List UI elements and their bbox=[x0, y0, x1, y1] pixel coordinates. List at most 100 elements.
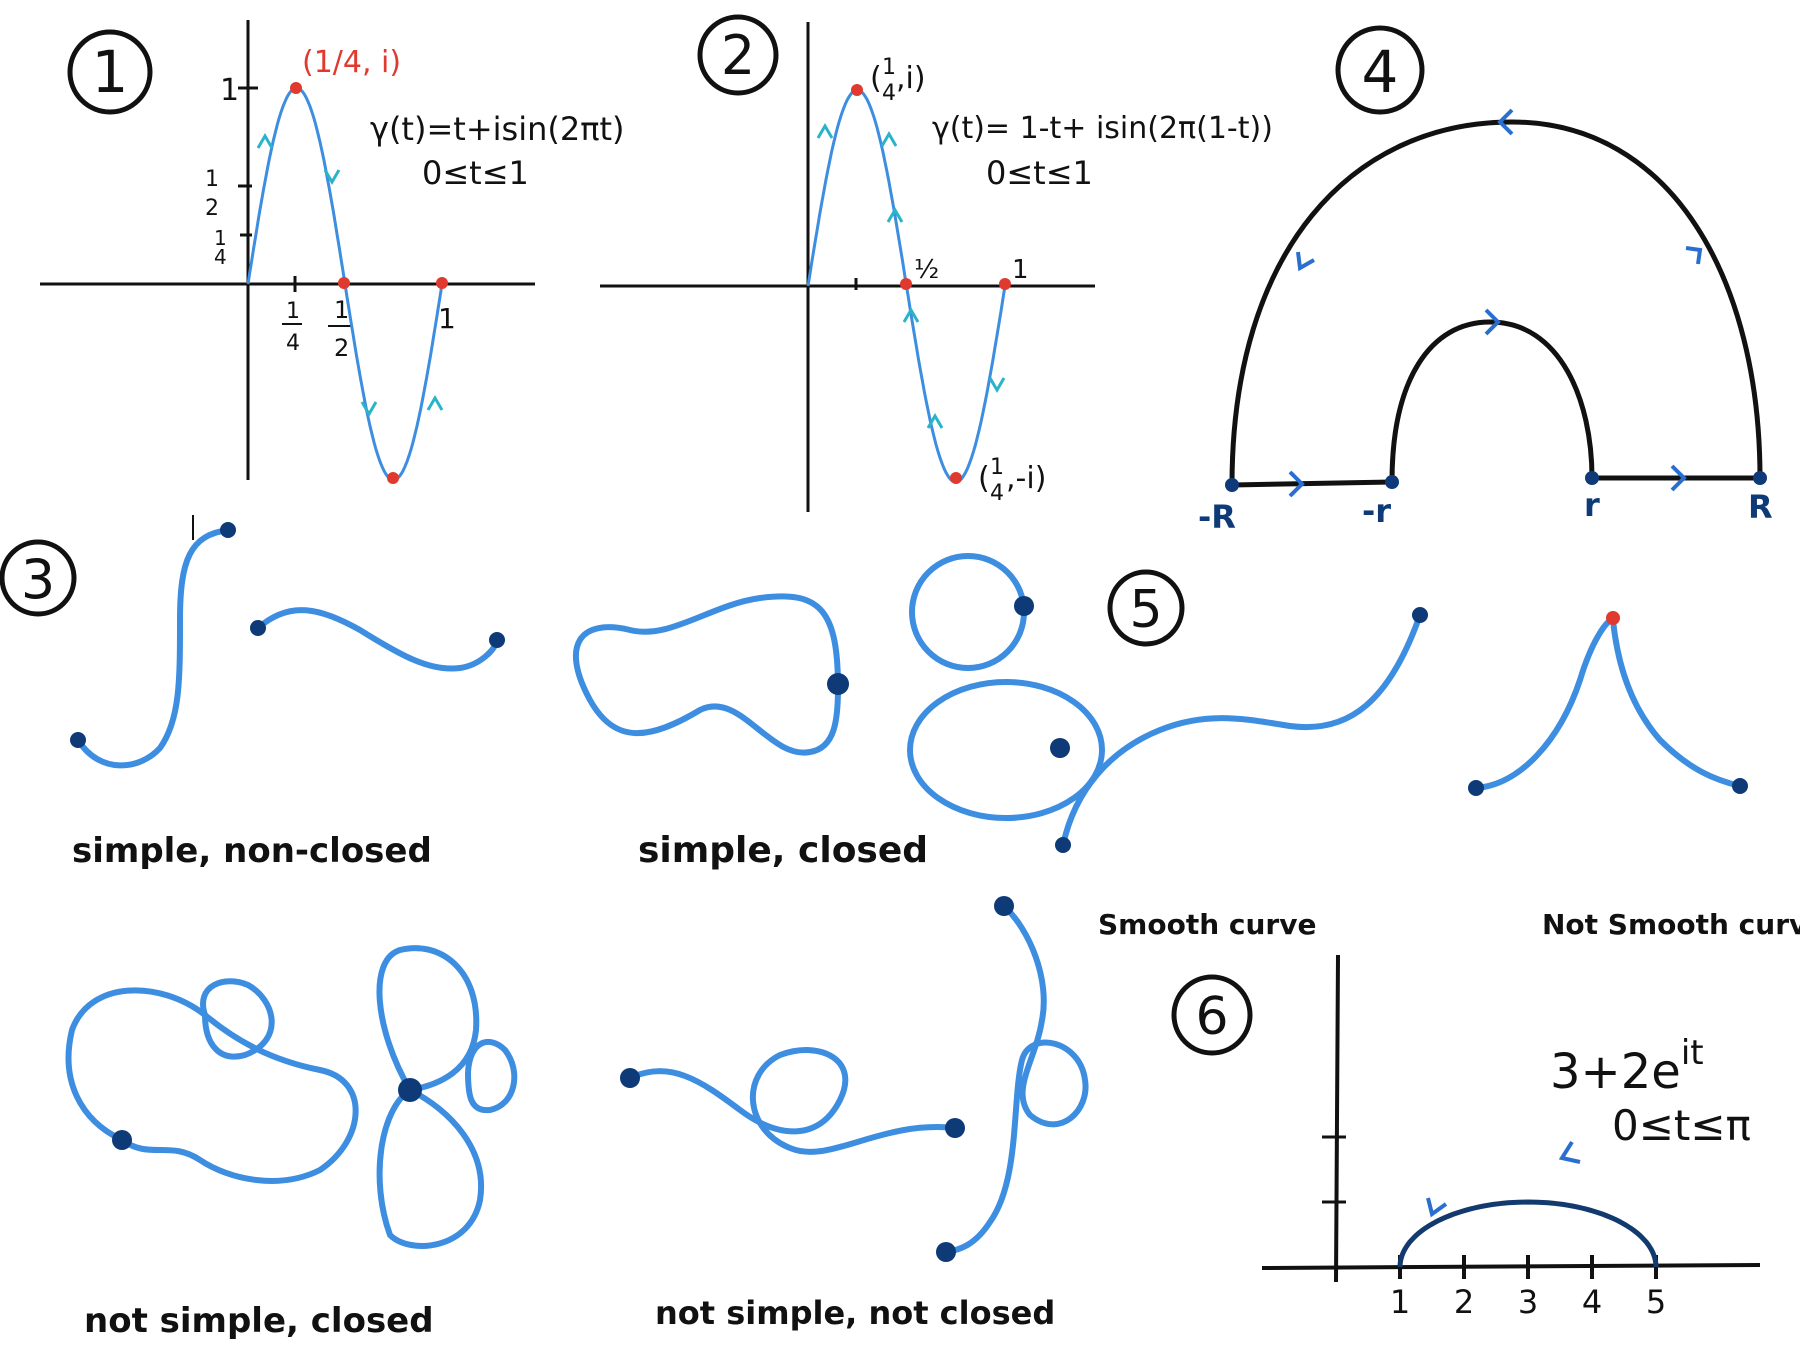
panel-4-arrow-left-seg bbox=[1288, 470, 1305, 498]
panel-2-point-one bbox=[999, 278, 1011, 290]
panel-4-inner-arc bbox=[1389, 319, 1595, 483]
panel-6-formula-exp: it bbox=[1681, 1033, 1704, 1073]
panel-6-xtick-label-4: 4 bbox=[1582, 1283, 1602, 1321]
panel-1-xtick-half-num: 1 bbox=[334, 296, 349, 324]
panel-3-closed-blob bbox=[572, 593, 842, 756]
panel-4: 4 -R -r r R bbox=[1198, 25, 1773, 536]
panel-2-arrow-6 bbox=[988, 377, 1006, 393]
panel-3-small-circle bbox=[909, 553, 1027, 671]
panel-1-ytick-label-1: 1 bbox=[220, 73, 239, 108]
panel-2-arrow-2 bbox=[880, 131, 898, 147]
caption-simple-closed: simple, closed bbox=[638, 830, 928, 871]
panel-4-arrow-outer-left bbox=[1296, 251, 1315, 272]
caption-notsimple-notclosed: not simple, not closed bbox=[655, 1294, 1055, 1332]
panel-6-arrow-right bbox=[1558, 1140, 1581, 1164]
panel-3-number-circle bbox=[0, 539, 77, 617]
panel-1-ytick-label-half-den: 2 bbox=[205, 196, 219, 221]
panel-4-left-segment bbox=[1231, 479, 1393, 488]
panel-4-number: 4 bbox=[1362, 38, 1399, 106]
panel-1-xtick-quarter-num: 1 bbox=[286, 299, 300, 324]
panel-1-ytick-label-half-num: 1 bbox=[205, 167, 219, 192]
panel-3-number: 3 bbox=[21, 548, 55, 611]
panel-5-cusp-point bbox=[1606, 611, 1620, 625]
panel-5-cusp-end bbox=[1732, 778, 1748, 794]
panel-1-point-top bbox=[290, 82, 302, 94]
panel-5-smooth-start bbox=[1055, 837, 1071, 853]
panel-3-endpoint bbox=[945, 1118, 965, 1138]
panel-3-endpoint bbox=[220, 522, 236, 538]
panel-2-bottom-point-num: 1 bbox=[990, 455, 1004, 480]
panel-6-xtick-label-5: 5 bbox=[1646, 1283, 1666, 1321]
panel-2-top-point-den: 4 bbox=[882, 81, 896, 106]
panel-1-xtick-quarter-den: 4 bbox=[286, 331, 300, 356]
panel-6-xtick-label-1: 1 bbox=[1390, 1283, 1410, 1321]
panel-2-one-label: 1 bbox=[1012, 255, 1029, 285]
panel-3: 3 simple, non-closed simple, closed not … bbox=[0, 515, 1105, 1341]
panel-2-number: 2 bbox=[721, 24, 755, 87]
panel-4-point-minus-R bbox=[1225, 478, 1239, 492]
panel-4-outer-arc bbox=[1229, 119, 1763, 486]
caption-simple-nonclosed: simple, non-closed bbox=[72, 831, 432, 871]
panel-2-bottom-point-open: ( bbox=[978, 461, 990, 496]
panel-5-cusp-start bbox=[1468, 780, 1484, 796]
panel-2-point-bottom bbox=[950, 472, 962, 484]
panel-2-bottom-point-den: 4 bbox=[990, 481, 1004, 506]
panel-4-point-minus-r bbox=[1385, 475, 1399, 489]
panel-1-curve-label: γ(t)=t+isin(2πt) bbox=[370, 110, 625, 148]
panel-6-xtick-label-2: 2 bbox=[1454, 1283, 1474, 1321]
panel-4-arrow-outer-top bbox=[1497, 108, 1514, 136]
panel-1-range-label: 0≤t≤1 bbox=[422, 154, 529, 192]
panel-5-smooth-end bbox=[1412, 607, 1428, 623]
panel-1-point-half bbox=[338, 277, 350, 289]
panel-6-number: 6 bbox=[1195, 987, 1228, 1047]
panel-1-arrow-up-1 bbox=[256, 133, 274, 149]
caption-smooth: Smooth curve bbox=[1098, 908, 1316, 941]
panel-3-open-hook-curve bbox=[943, 903, 1089, 1255]
panel-6-y-axis bbox=[1334, 954, 1340, 1283]
panel-3-figure-eight bbox=[376, 945, 485, 1249]
panel-6-formula-base: 3+2e bbox=[1550, 1044, 1681, 1100]
panel-1-arrow-down-2 bbox=[360, 401, 378, 417]
panel-3-curve-wave bbox=[255, 607, 500, 672]
panel-3-endpoint bbox=[250, 620, 266, 636]
panel-2-point-top bbox=[851, 84, 863, 96]
panel-2-number-circle bbox=[697, 14, 779, 96]
panel-3-looped-blob bbox=[65, 987, 359, 1184]
panel-6-arrow-left bbox=[1426, 1197, 1448, 1218]
panel-3-figure-eight-point bbox=[398, 1078, 422, 1102]
panel-6-number-circle bbox=[1171, 974, 1253, 1056]
panel-2-bottom-point-tail: ,-i) bbox=[1006, 461, 1046, 496]
panel-1: 1 1 1 2 1 4 1 4 1 2 1 (1/4, i) γ(t)=t+is… bbox=[40, 20, 625, 484]
panel-3-endpoint bbox=[620, 1068, 640, 1088]
panel-4-arrow-right-seg bbox=[1670, 464, 1687, 492]
panel-3-looped-blob-point bbox=[112, 1130, 132, 1150]
panel-6-x-axis bbox=[1261, 1263, 1761, 1270]
panel-4-label-R: R bbox=[1748, 488, 1773, 526]
panel-5-cusp-curve bbox=[1473, 617, 1743, 791]
panel-1-arrow-up-2 bbox=[426, 395, 444, 411]
panel-1-point-one bbox=[436, 277, 448, 289]
panel-3-endpoint bbox=[70, 732, 86, 748]
panel-2-half-label: ½ bbox=[914, 255, 939, 285]
panel-1-ytick-label-quarter-num: 1 bbox=[214, 226, 227, 250]
panel-2-arrow-1 bbox=[816, 123, 834, 139]
panel-2-top-point-open: ( bbox=[870, 61, 882, 96]
panel-2-top-point-num: 1 bbox=[882, 55, 896, 80]
panel-4-number-circle bbox=[1335, 25, 1425, 115]
panel-1-point-bottom bbox=[387, 472, 399, 484]
panel-1-xtick-half-den: 2 bbox=[334, 334, 349, 362]
panel-6-range-label: 0≤t≤π bbox=[1612, 1101, 1751, 1150]
panel-1-number: 1 bbox=[92, 38, 129, 106]
panel-3-small-circle-point bbox=[1014, 596, 1034, 616]
panel-3-endpoint bbox=[994, 896, 1014, 916]
panel-1-number-circle bbox=[67, 29, 153, 115]
panel-1-arrow-down-1 bbox=[323, 169, 341, 185]
panel-4-label-minus-r: -r bbox=[1362, 492, 1391, 530]
panel-4-label-minus-R: -R bbox=[1198, 498, 1236, 536]
panel-6-semicircle bbox=[1397, 1199, 1659, 1268]
panel-4-label-r: r bbox=[1584, 486, 1600, 524]
panel-2-top-point-tail: ,i) bbox=[896, 61, 926, 96]
panel-2-point-half bbox=[900, 278, 912, 290]
